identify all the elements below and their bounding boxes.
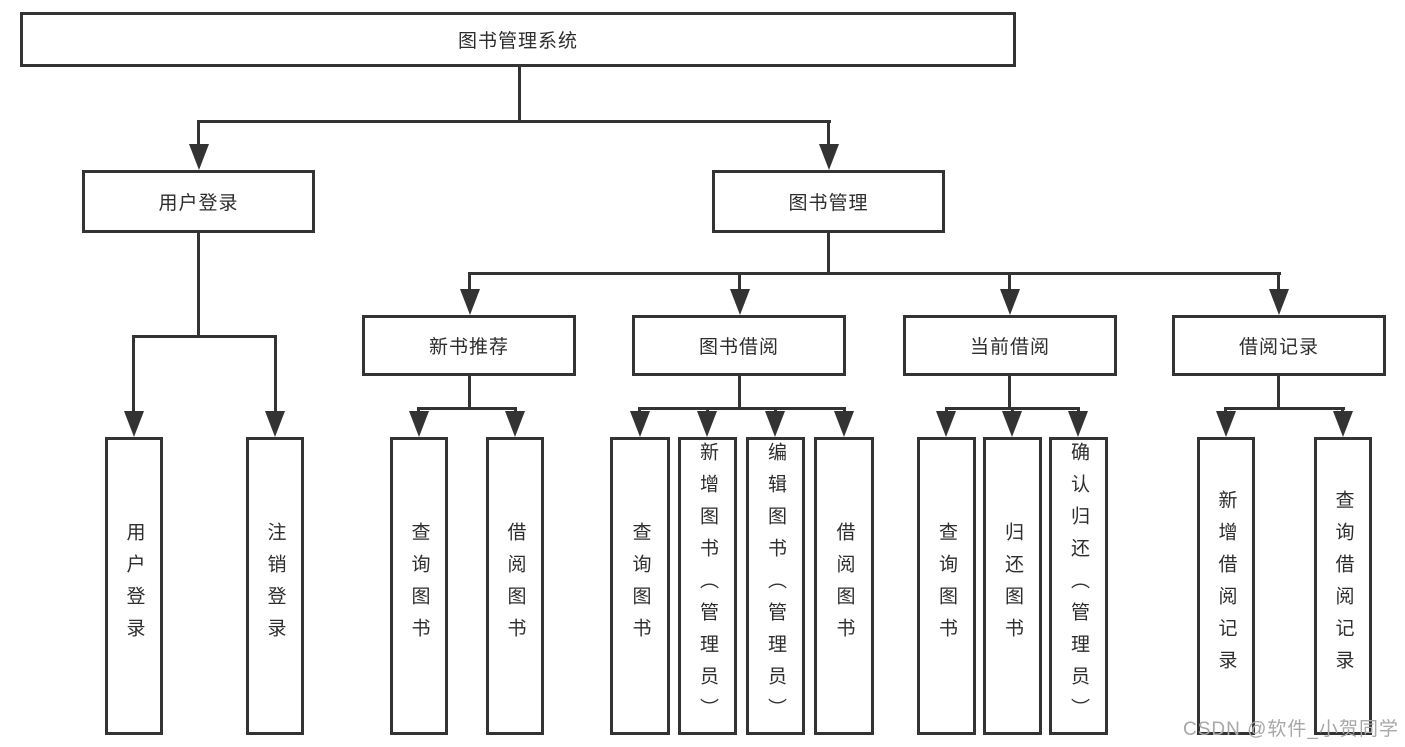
connector-arrow-icon: [834, 411, 854, 437]
connector-arrow-icon: [765, 411, 785, 437]
connector-line: [827, 233, 830, 272]
node-leaf-confirm-return-admin: 确认归还（管理员）: [1049, 437, 1108, 735]
csdn-watermark: CSDN @软件_小贺同学: [1183, 719, 1399, 740]
connector-arrow-icon: [505, 411, 525, 437]
connector-arrow-icon: [409, 411, 429, 437]
node-leaf-query-books-rec: 查询图书: [390, 437, 448, 735]
connector-arrow-icon: [730, 289, 750, 315]
node-user-login: 用户登录: [82, 170, 315, 233]
connector-line: [197, 120, 200, 148]
connector-arrow-icon: [819, 144, 839, 170]
connector-arrow-icon: [1333, 411, 1353, 437]
connector-line: [132, 335, 135, 415]
connector-arrow-icon: [460, 289, 480, 315]
connector-arrow-icon: [1269, 289, 1289, 315]
connector-line: [132, 335, 277, 338]
node-leaf-query-borrow-record: 查询借阅记录: [1314, 437, 1372, 735]
connector-line: [518, 67, 521, 121]
connector-arrow-icon: [1000, 289, 1020, 315]
node-root-library-system: 图书管理系统: [20, 12, 1016, 67]
node-leaf-query-books-borrow: 查询图书: [610, 437, 670, 735]
connector-line: [738, 272, 741, 292]
connector-arrow-icon: [697, 411, 717, 437]
connector-arrow-icon: [1002, 411, 1022, 437]
connector-line: [468, 376, 471, 407]
connector-line: [417, 407, 517, 410]
connector-line: [468, 272, 1281, 275]
node-borrowing-records: 借阅记录: [1172, 315, 1386, 376]
connector-line: [197, 233, 200, 335]
node-leaf-add-borrow-record: 新增借阅记录: [1197, 437, 1255, 735]
node-leaf-add-books-admin: 新增图书（管理员）: [678, 437, 737, 735]
connector-line: [1008, 272, 1011, 292]
node-new-book-recommend: 新书推荐: [362, 315, 576, 376]
connector-arrow-icon: [1216, 411, 1236, 437]
connector-line: [738, 376, 741, 407]
node-leaf-user-login: 用户登录: [105, 437, 163, 735]
node-current-borrowing: 当前借阅: [903, 315, 1117, 376]
node-book-management: 图书管理: [712, 170, 945, 233]
connector-line: [197, 120, 831, 123]
connector-line: [468, 272, 471, 292]
connector-arrow-icon: [189, 144, 209, 170]
node-leaf-return-books: 归还图书: [983, 437, 1042, 735]
node-leaf-query-books-current: 查询图书: [917, 437, 976, 735]
connector-arrow-icon: [124, 411, 144, 437]
connector-line: [827, 120, 830, 148]
connector-line: [1008, 376, 1011, 407]
node-leaf-logout: 注销登录: [246, 437, 304, 735]
connector-line: [638, 407, 846, 410]
connector-line: [1277, 376, 1280, 407]
connector-arrow-icon: [630, 411, 650, 437]
node-leaf-borrow-books: 借阅图书: [814, 437, 874, 735]
connector-arrow-icon: [1068, 411, 1088, 437]
node-leaf-borrow-books-rec: 借阅图书: [486, 437, 544, 735]
connector-arrow-icon: [265, 411, 285, 437]
connector-line: [274, 335, 277, 415]
connector-line: [1277, 272, 1280, 292]
connector-line: [1224, 407, 1345, 410]
connector-arrow-icon: [936, 411, 956, 437]
node-book-borrowing: 图书借阅: [632, 315, 846, 376]
node-leaf-edit-books-admin: 编辑图书（管理员）: [746, 437, 805, 735]
